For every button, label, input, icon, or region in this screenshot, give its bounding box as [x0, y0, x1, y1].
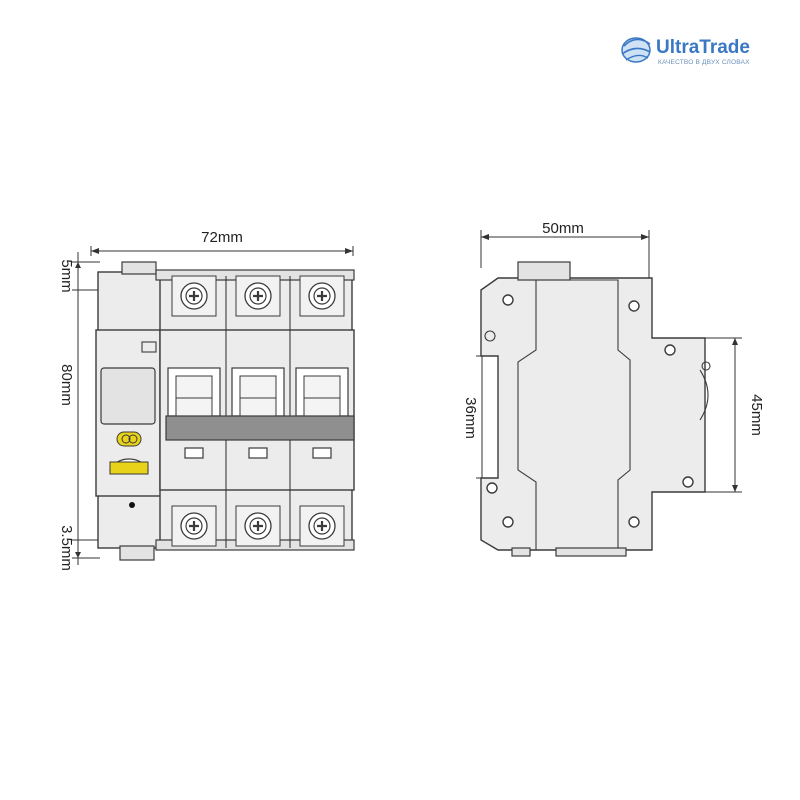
brand-tagline: КАЧЕСТВО В ДВУХ СЛОВАХ	[658, 59, 750, 66]
brand-name: UltraTrade	[656, 37, 750, 58]
terminal-screws	[171, 275, 345, 547]
screw-icon	[171, 275, 217, 317]
rivet-icon	[682, 476, 694, 488]
status-window	[312, 447, 332, 459]
status-led	[129, 502, 135, 508]
side-rivets	[486, 294, 694, 528]
pole-handle	[167, 367, 221, 459]
pole-handle	[295, 367, 349, 459]
height-dimension: 5mm 80mm 3.5mm	[58, 252, 100, 571]
handle-tie-bar	[165, 415, 355, 441]
screw-icon	[299, 505, 345, 547]
globe-icon	[621, 37, 651, 63]
screw-icon	[171, 505, 217, 547]
width-dimension: 72mm	[90, 229, 354, 256]
side-view: 50mm 45mm 36mm	[462, 220, 765, 557]
rivet-icon	[502, 516, 514, 528]
depth-label: 50mm	[542, 220, 584, 237]
width-label: 72mm	[201, 229, 243, 246]
status-window	[248, 447, 268, 459]
bottom-offset-label: 3.5mm	[58, 525, 75, 571]
rivet-icon	[628, 300, 640, 312]
screw-icon	[235, 505, 281, 547]
brand-logo: UltraTrade КАЧЕСТВО В ДВУХ СЛОВАХ	[621, 37, 750, 66]
rivet-icon	[486, 482, 498, 494]
front-height-label: 45mm	[748, 394, 765, 436]
rivet-icon	[664, 344, 676, 356]
rail-dimension: 36mm	[462, 355, 498, 479]
rivet-icon	[502, 294, 514, 306]
status-window	[184, 447, 204, 459]
side-housing	[480, 261, 711, 557]
auxiliary-module	[95, 261, 163, 561]
test-toggle	[109, 458, 149, 475]
rivet-icon	[628, 516, 640, 528]
front-height-dimension: 45mm	[700, 337, 765, 493]
screw-icon	[235, 275, 281, 317]
indicator-window	[116, 431, 142, 447]
height-label: 80mm	[58, 364, 75, 406]
rail-label: 36mm	[462, 397, 479, 439]
top-offset-label: 5mm	[58, 259, 75, 292]
screw-icon	[299, 275, 345, 317]
front-view: 72mm 5mm 80mm 3.5mm	[58, 229, 355, 571]
